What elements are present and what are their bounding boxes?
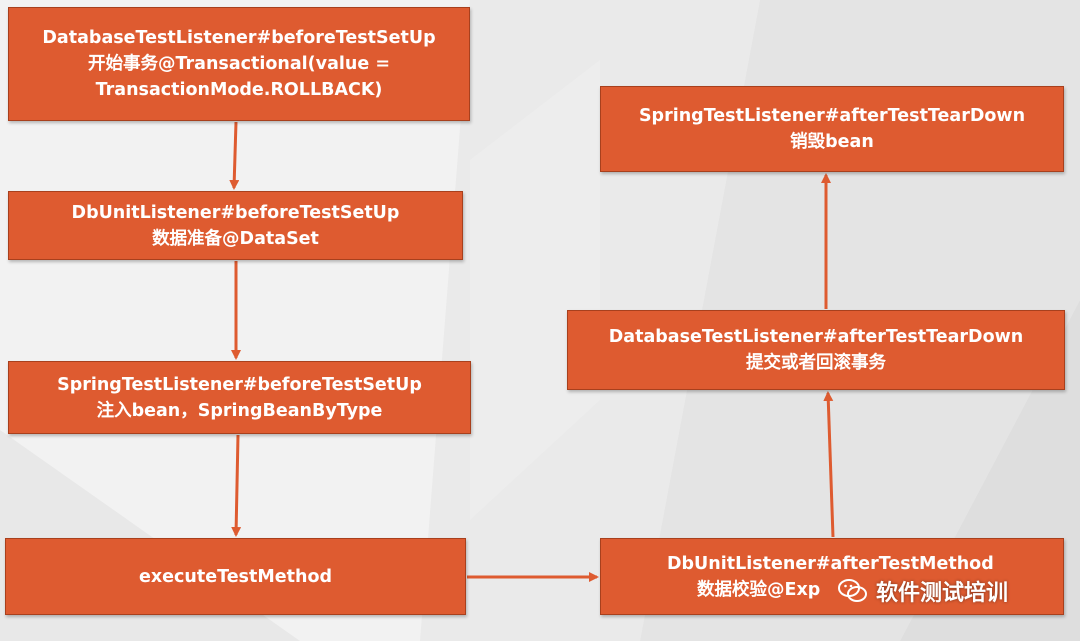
box-line: 数据准备@DataSet [152, 228, 319, 249]
execute-test-method-box: executeTestMethod [5, 538, 466, 615]
box-line: 注入bean，SpringBeanByType [96, 400, 383, 421]
box-line: 数据校验@Exp [697, 579, 821, 600]
box-line: TransactionMode.ROLLBACK) [95, 80, 383, 100]
box-line: DbUnitListener#beforeTestSetUp [71, 202, 400, 223]
box-line: 销毁bean [790, 132, 874, 152]
box-line: DatabaseTestListener#afterTestTearDown [608, 327, 1024, 347]
box-line: SpringTestListener#beforeTestSetUp [57, 374, 422, 395]
box-line: DatabaseTestListener#beforeTestSetUp [42, 28, 436, 48]
db-after-teardown-box: DatabaseTestListener#afterTestTearDown 提… [567, 310, 1065, 390]
box-line: SpringTestListener#afterTestTearDown [638, 106, 1026, 126]
dbunit-before-setup-box: DbUnitListener#beforeTestSetUp 数据准备@Data… [8, 191, 463, 260]
box-line: 提交或者回滚事务 [746, 353, 886, 373]
wechat-icon [838, 579, 867, 602]
dbunit-after-method-box: DbUnitListener#afterTestMethod 数据校验@Exp [600, 538, 1064, 615]
wechat-watermark: 软件测试培训 [838, 575, 1008, 607]
watermark-text: 软件测试培训 [876, 581, 1009, 606]
spring-before-setup-box: SpringTestListener#beforeTestSetUp 注入bea… [8, 361, 471, 434]
spring-after-teardown-box: SpringTestListener#afterTestTearDown 销毁b… [600, 86, 1064, 172]
box-line: DbUnitListener#afterTestMethod [667, 553, 994, 574]
box-line: 开始事务@Transactional(value = [88, 54, 390, 74]
box-line: executeTestMethod [138, 566, 332, 587]
db-before-setup-box: DatabaseTestListener#beforeTestSetUp 开始事… [8, 7, 470, 121]
